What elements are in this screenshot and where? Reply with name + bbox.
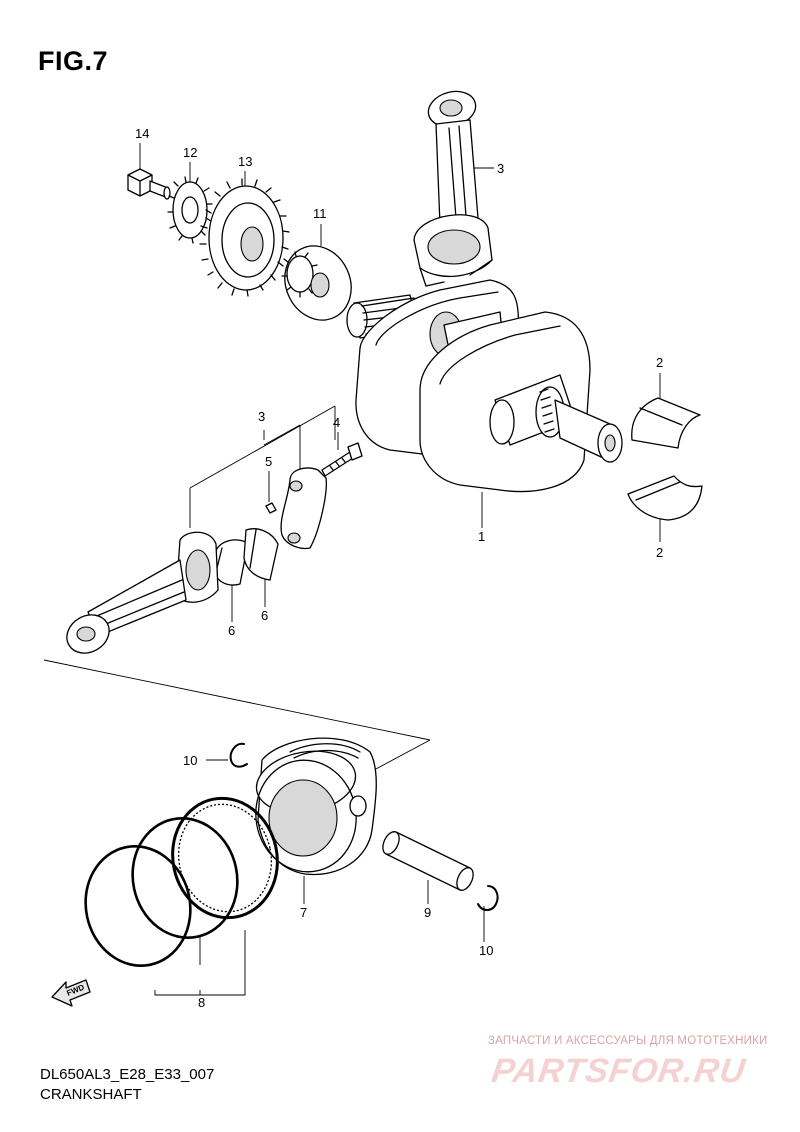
diagram-caption: CRANKSHAFT bbox=[40, 1086, 142, 1103]
callout-6-left: 6 bbox=[228, 623, 235, 638]
watermark-logo: PARTSFOR.RU bbox=[489, 1052, 749, 1090]
crankshaft-1 bbox=[346, 279, 623, 493]
callout-10-top: 10 bbox=[183, 753, 197, 768]
callout-10-bottom: 10 bbox=[479, 943, 493, 958]
model-code: DL650AL3_E28_E33_007 bbox=[40, 1066, 215, 1083]
conrod-cap-3 bbox=[280, 467, 327, 550]
leader-lines bbox=[43, 143, 661, 996]
callout-6-right: 6 bbox=[261, 608, 268, 623]
callout-13: 13 bbox=[238, 154, 252, 169]
piston-pin-9 bbox=[382, 831, 474, 891]
figure-title: FIG.7 bbox=[38, 46, 109, 76]
piston-rings-8 bbox=[84, 796, 279, 967]
callout-5: 5 bbox=[265, 454, 272, 469]
connecting-rod-3-left bbox=[66, 531, 219, 654]
callout-14: 14 bbox=[135, 126, 149, 141]
piston-7 bbox=[255, 737, 377, 876]
callout-2-bottom: 2 bbox=[656, 545, 663, 560]
gear-13 bbox=[199, 178, 290, 297]
dowel-pin-5 bbox=[265, 502, 277, 514]
bolt-14 bbox=[127, 168, 171, 200]
rod-bearing-6-right bbox=[243, 528, 279, 581]
callout-1: 1 bbox=[478, 529, 485, 544]
callout-4: 4 bbox=[333, 415, 340, 430]
callout-2-top: 2 bbox=[656, 355, 663, 370]
gear-12 bbox=[167, 176, 213, 244]
callout-11: 11 bbox=[313, 206, 327, 221]
circlip-10-bottom bbox=[477, 885, 499, 911]
circlip-10-top bbox=[229, 742, 248, 768]
callout-3-group: 3 bbox=[258, 409, 265, 424]
watermark-tagline: ЗАПЧАСТИ И АКСЕССУАРЫ ДЛЯ МОТОТЕХНИКИ bbox=[488, 1035, 768, 1047]
crank-bearing-2-bottom bbox=[627, 475, 703, 521]
washer-11 bbox=[281, 245, 352, 321]
callout-7: 7 bbox=[300, 905, 307, 920]
callout-9: 9 bbox=[424, 905, 431, 920]
callout-8: 8 bbox=[198, 995, 205, 1010]
cap-bolt-4 bbox=[321, 442, 363, 477]
forward-direction-arrow: FWD bbox=[51, 979, 91, 1007]
crank-bearing-2-top bbox=[631, 397, 701, 449]
callout-12: 12 bbox=[183, 145, 197, 160]
connecting-rod-3-top bbox=[413, 90, 493, 287]
callout-3-top: 3 bbox=[497, 161, 504, 176]
